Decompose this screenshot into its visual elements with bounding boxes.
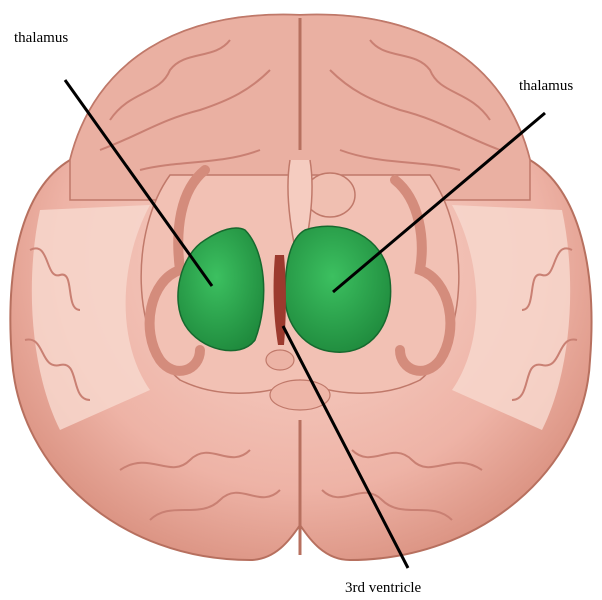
pineal-gland [266,350,294,370]
label-thalamus-right: thalamus [519,78,573,95]
colliculi [270,380,330,410]
label-thalamus-left: thalamus [14,30,68,47]
label-third-ventricle: 3rd ventricle [345,580,421,597]
